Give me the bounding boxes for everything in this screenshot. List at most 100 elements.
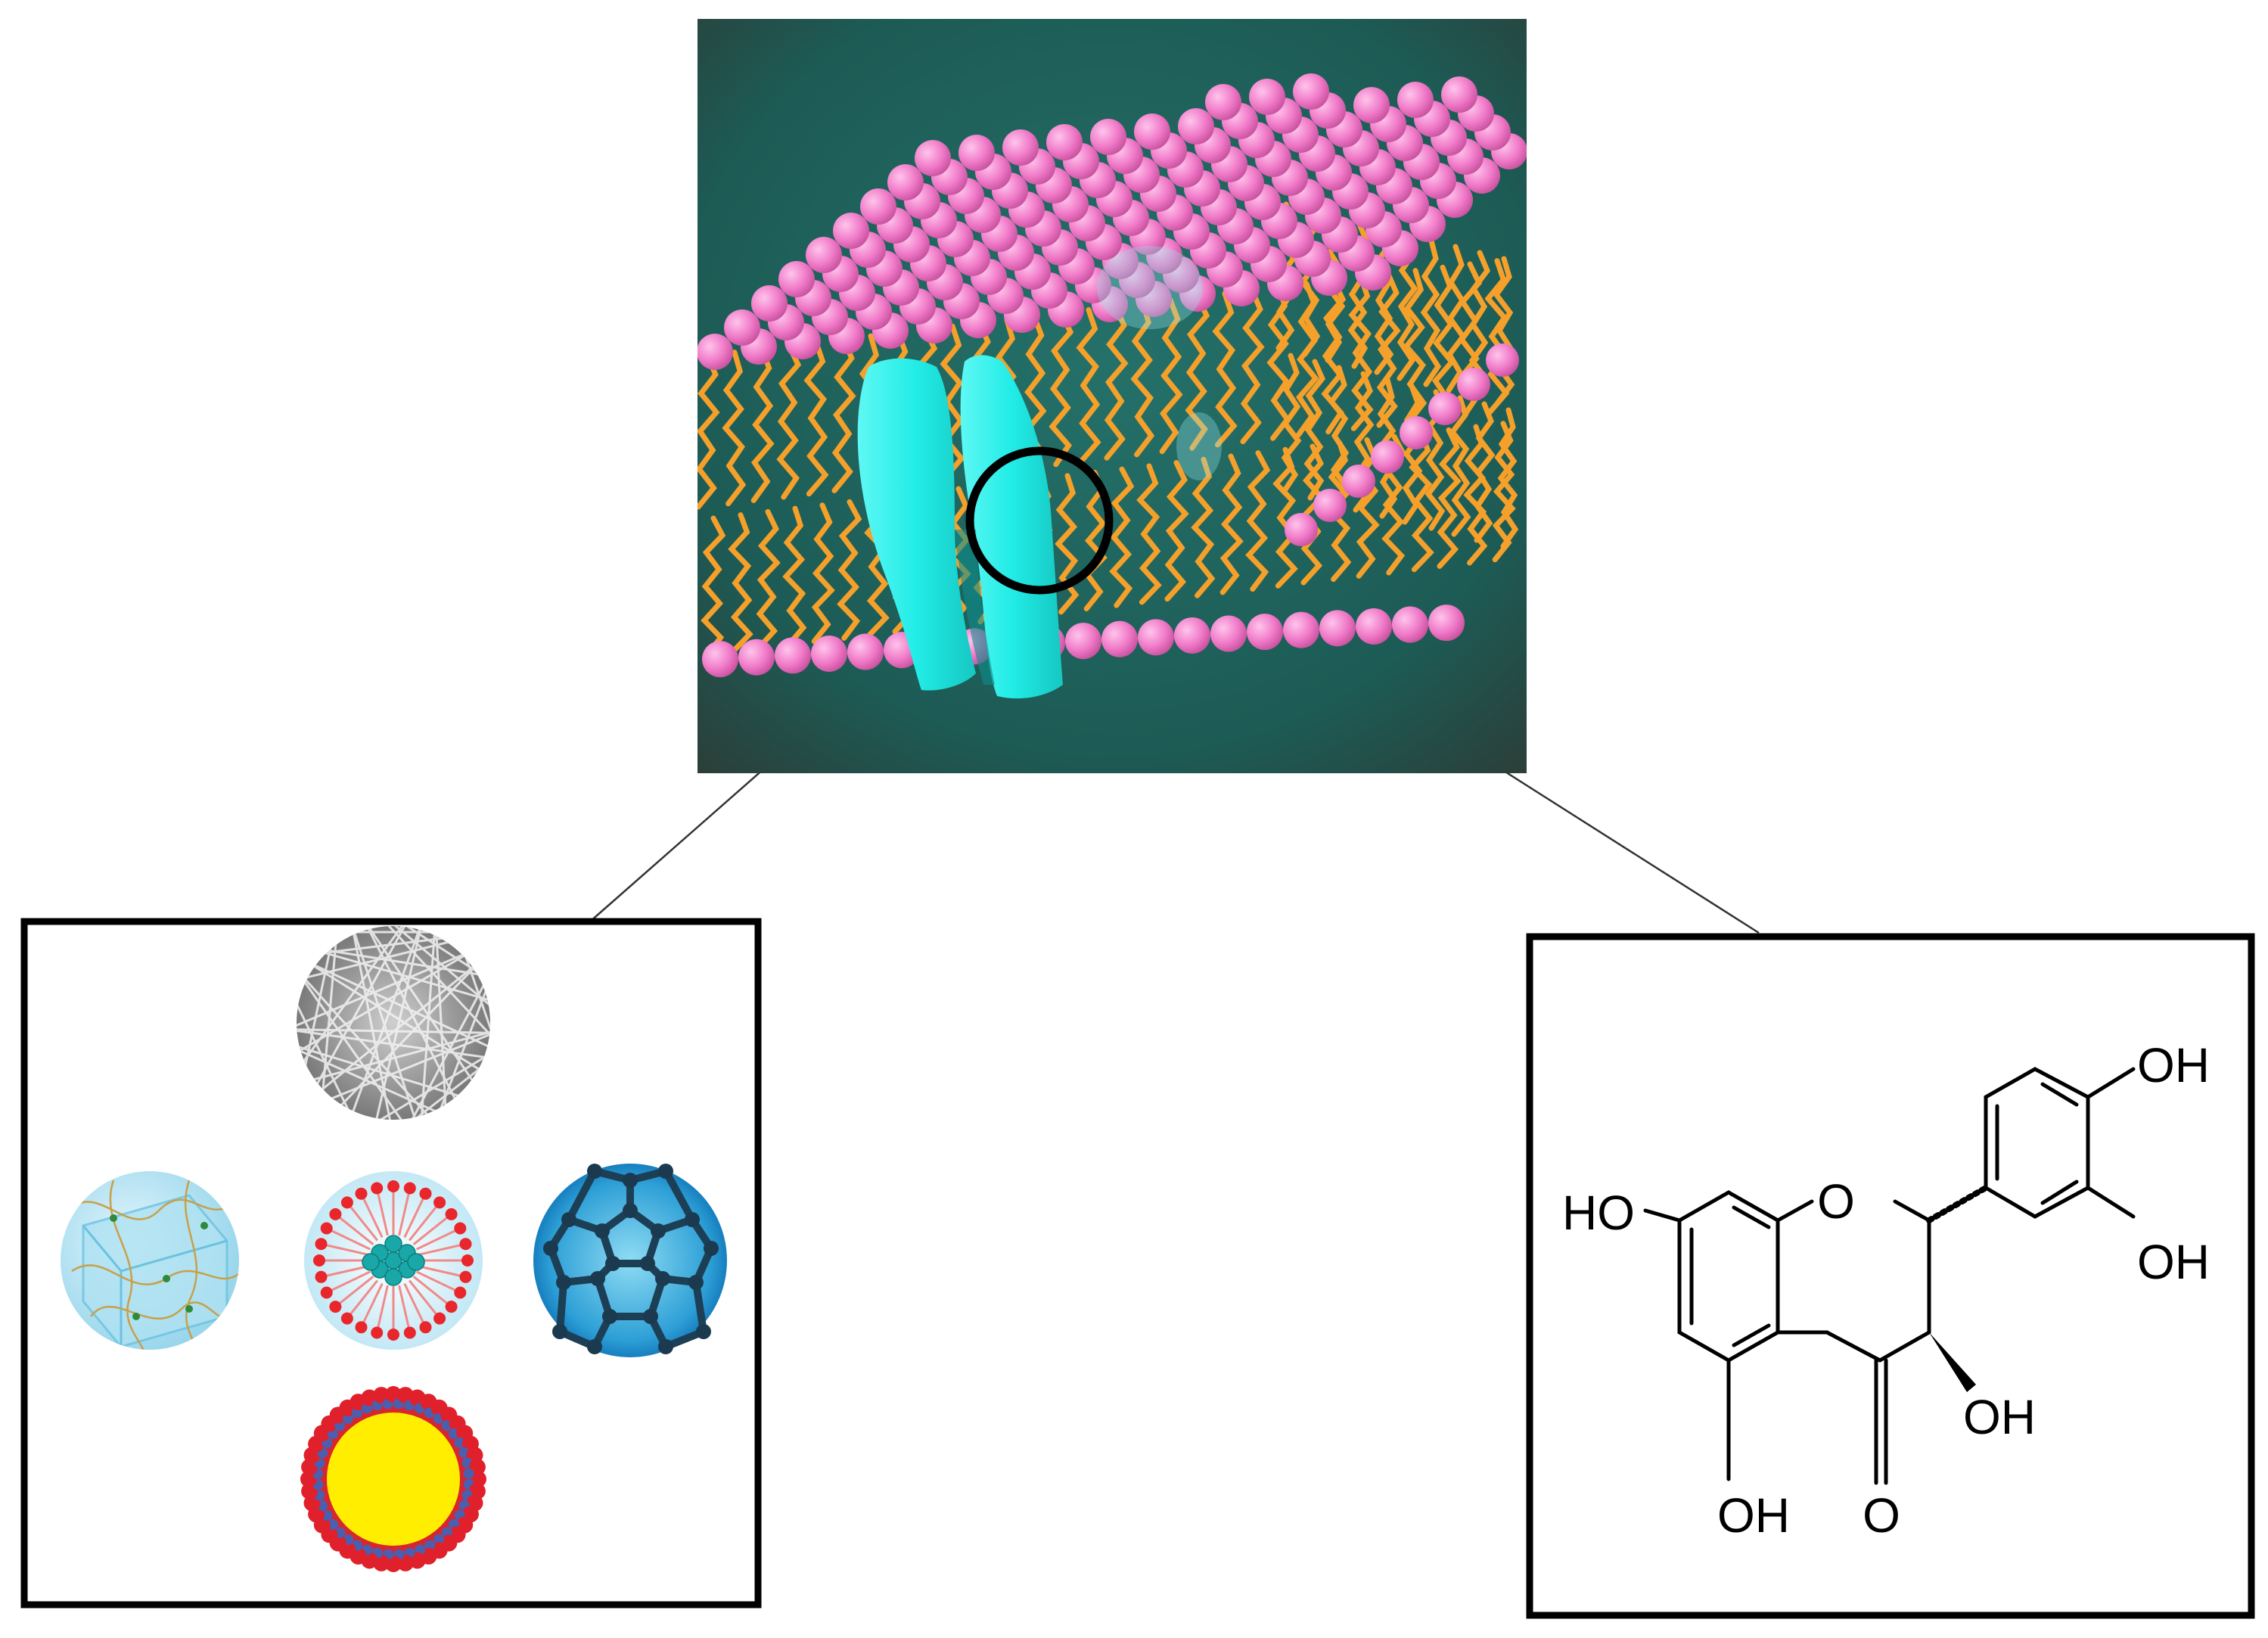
fullerene-atom bbox=[587, 1164, 602, 1179]
fiber-strand bbox=[297, 926, 443, 1117]
micelle-tail bbox=[338, 1216, 374, 1245]
lipid-tail bbox=[697, 353, 720, 510]
lipid-tail bbox=[811, 502, 835, 645]
micelle-core-particle bbox=[384, 1235, 402, 1253]
micelle-head bbox=[329, 1208, 342, 1220]
molecule-panel-frame bbox=[1526, 933, 2255, 1619]
lipid-tail bbox=[1219, 453, 1244, 595]
lipid-head bbox=[1283, 611, 1319, 648]
fiber-strand bbox=[314, 926, 490, 1033]
fullerene-atom bbox=[658, 1164, 673, 1179]
fullerene-atom bbox=[658, 1339, 673, 1354]
fiber-strand bbox=[408, 926, 490, 1120]
lipid-head bbox=[738, 639, 775, 676]
lipid-head bbox=[1457, 368, 1490, 401]
lipid-tail bbox=[837, 499, 862, 641]
micelle-head bbox=[433, 1196, 446, 1209]
lipid-head bbox=[702, 641, 738, 678]
micelle-tail bbox=[409, 1279, 438, 1316]
nanoparticle-core-shell-icon bbox=[300, 1386, 486, 1572]
lipid-head bbox=[1342, 465, 1375, 498]
lipid-heads-top-surface bbox=[697, 73, 1527, 370]
lipid-tails-upper-leaflet bbox=[697, 201, 1515, 510]
lipid-head bbox=[775, 637, 811, 674]
micelle-tail bbox=[377, 1285, 389, 1329]
micelle-tail bbox=[403, 1282, 425, 1324]
protein-pore bbox=[955, 530, 995, 685]
lipid-head bbox=[1486, 343, 1519, 377]
fiber-strand bbox=[363, 926, 434, 1120]
lipid-head bbox=[806, 237, 842, 273]
fullerene-atom bbox=[685, 1212, 700, 1227]
lipid-tail bbox=[1321, 278, 1347, 435]
lipid-tail bbox=[1376, 271, 1401, 428]
lipid-head bbox=[1397, 82, 1434, 118]
micelle-head bbox=[459, 1238, 472, 1251]
lipid-tail bbox=[803, 340, 829, 497]
lipid-tail bbox=[1055, 473, 1080, 615]
fiber-strand bbox=[297, 1027, 490, 1035]
lipid-head bbox=[1174, 617, 1210, 654]
lipid-head bbox=[1285, 513, 1318, 546]
fullerene-atom bbox=[587, 1339, 602, 1354]
wedge-bond-c3 bbox=[1929, 1332, 1976, 1392]
lipid-head bbox=[1101, 620, 1138, 657]
micelle-head bbox=[340, 1196, 353, 1209]
label-oh-top: OH bbox=[2137, 1038, 2210, 1093]
lipid-head bbox=[1210, 615, 1247, 652]
micelle-core-particle bbox=[362, 1253, 380, 1271]
micelle-head bbox=[387, 1180, 399, 1192]
micelle-head bbox=[371, 1326, 384, 1339]
micelle-tail bbox=[398, 1192, 410, 1236]
lipid-tail bbox=[701, 515, 726, 657]
micelle-tail bbox=[338, 1276, 374, 1305]
lipid-tail bbox=[1164, 460, 1189, 602]
fiber-strand bbox=[325, 926, 490, 1064]
lipid-tail bbox=[1159, 297, 1183, 455]
micelle-head bbox=[387, 1329, 399, 1341]
lipid-head bbox=[1249, 79, 1285, 115]
micelle-head bbox=[320, 1286, 333, 1299]
embedded-protein-ghost bbox=[1097, 246, 1203, 329]
micelle-head bbox=[355, 1187, 368, 1200]
label-oh-right: OH bbox=[2137, 1235, 2210, 1289]
micelle-tail bbox=[325, 1265, 369, 1277]
flavonoid-structure bbox=[1643, 1067, 2136, 1485]
micelle-tail bbox=[415, 1229, 457, 1251]
fiber-strand bbox=[297, 926, 441, 1120]
lipid-head bbox=[1002, 129, 1039, 166]
label-oh-c5: OH bbox=[1717, 1488, 1790, 1543]
lipid-head bbox=[1313, 489, 1347, 522]
lipid-head bbox=[1247, 614, 1283, 651]
lipid-tail bbox=[1245, 450, 1271, 592]
lipid-tail bbox=[1191, 456, 1216, 598]
micelle-tail bbox=[325, 1244, 369, 1256]
lipid-head bbox=[1441, 76, 1477, 113]
lipid-head bbox=[811, 635, 847, 672]
micelle-tail bbox=[409, 1205, 438, 1242]
molecule-panel: OH OH HO O OH OH O bbox=[1526, 933, 2255, 1619]
lipid-tail bbox=[1356, 437, 1380, 579]
lipid-head bbox=[958, 135, 995, 171]
lipid-tail bbox=[1076, 307, 1101, 464]
lipid-tail bbox=[831, 336, 856, 493]
lipid-tail bbox=[1109, 466, 1135, 608]
lipid-tail bbox=[1083, 470, 1108, 611]
hydrogel-network-icon bbox=[61, 1171, 239, 1350]
label-carbonyl-o: O bbox=[1863, 1488, 1900, 1543]
lipid-head bbox=[1319, 610, 1356, 647]
fullerene-atom bbox=[590, 1271, 605, 1286]
lipid-tail bbox=[1272, 446, 1298, 589]
lipid-tail bbox=[776, 343, 802, 500]
micelle-core-particle bbox=[384, 1268, 402, 1286]
micelle-tail bbox=[403, 1197, 425, 1239]
lipid-tail bbox=[1446, 244, 1467, 393]
lipid-head bbox=[1400, 416, 1433, 449]
lipid-head bbox=[1371, 440, 1404, 474]
fullerene-atom bbox=[643, 1309, 658, 1324]
micelle-head bbox=[445, 1208, 458, 1220]
fullerene-atom bbox=[595, 1223, 610, 1239]
fullerene-atom bbox=[651, 1223, 666, 1239]
lipid-head bbox=[833, 213, 869, 249]
